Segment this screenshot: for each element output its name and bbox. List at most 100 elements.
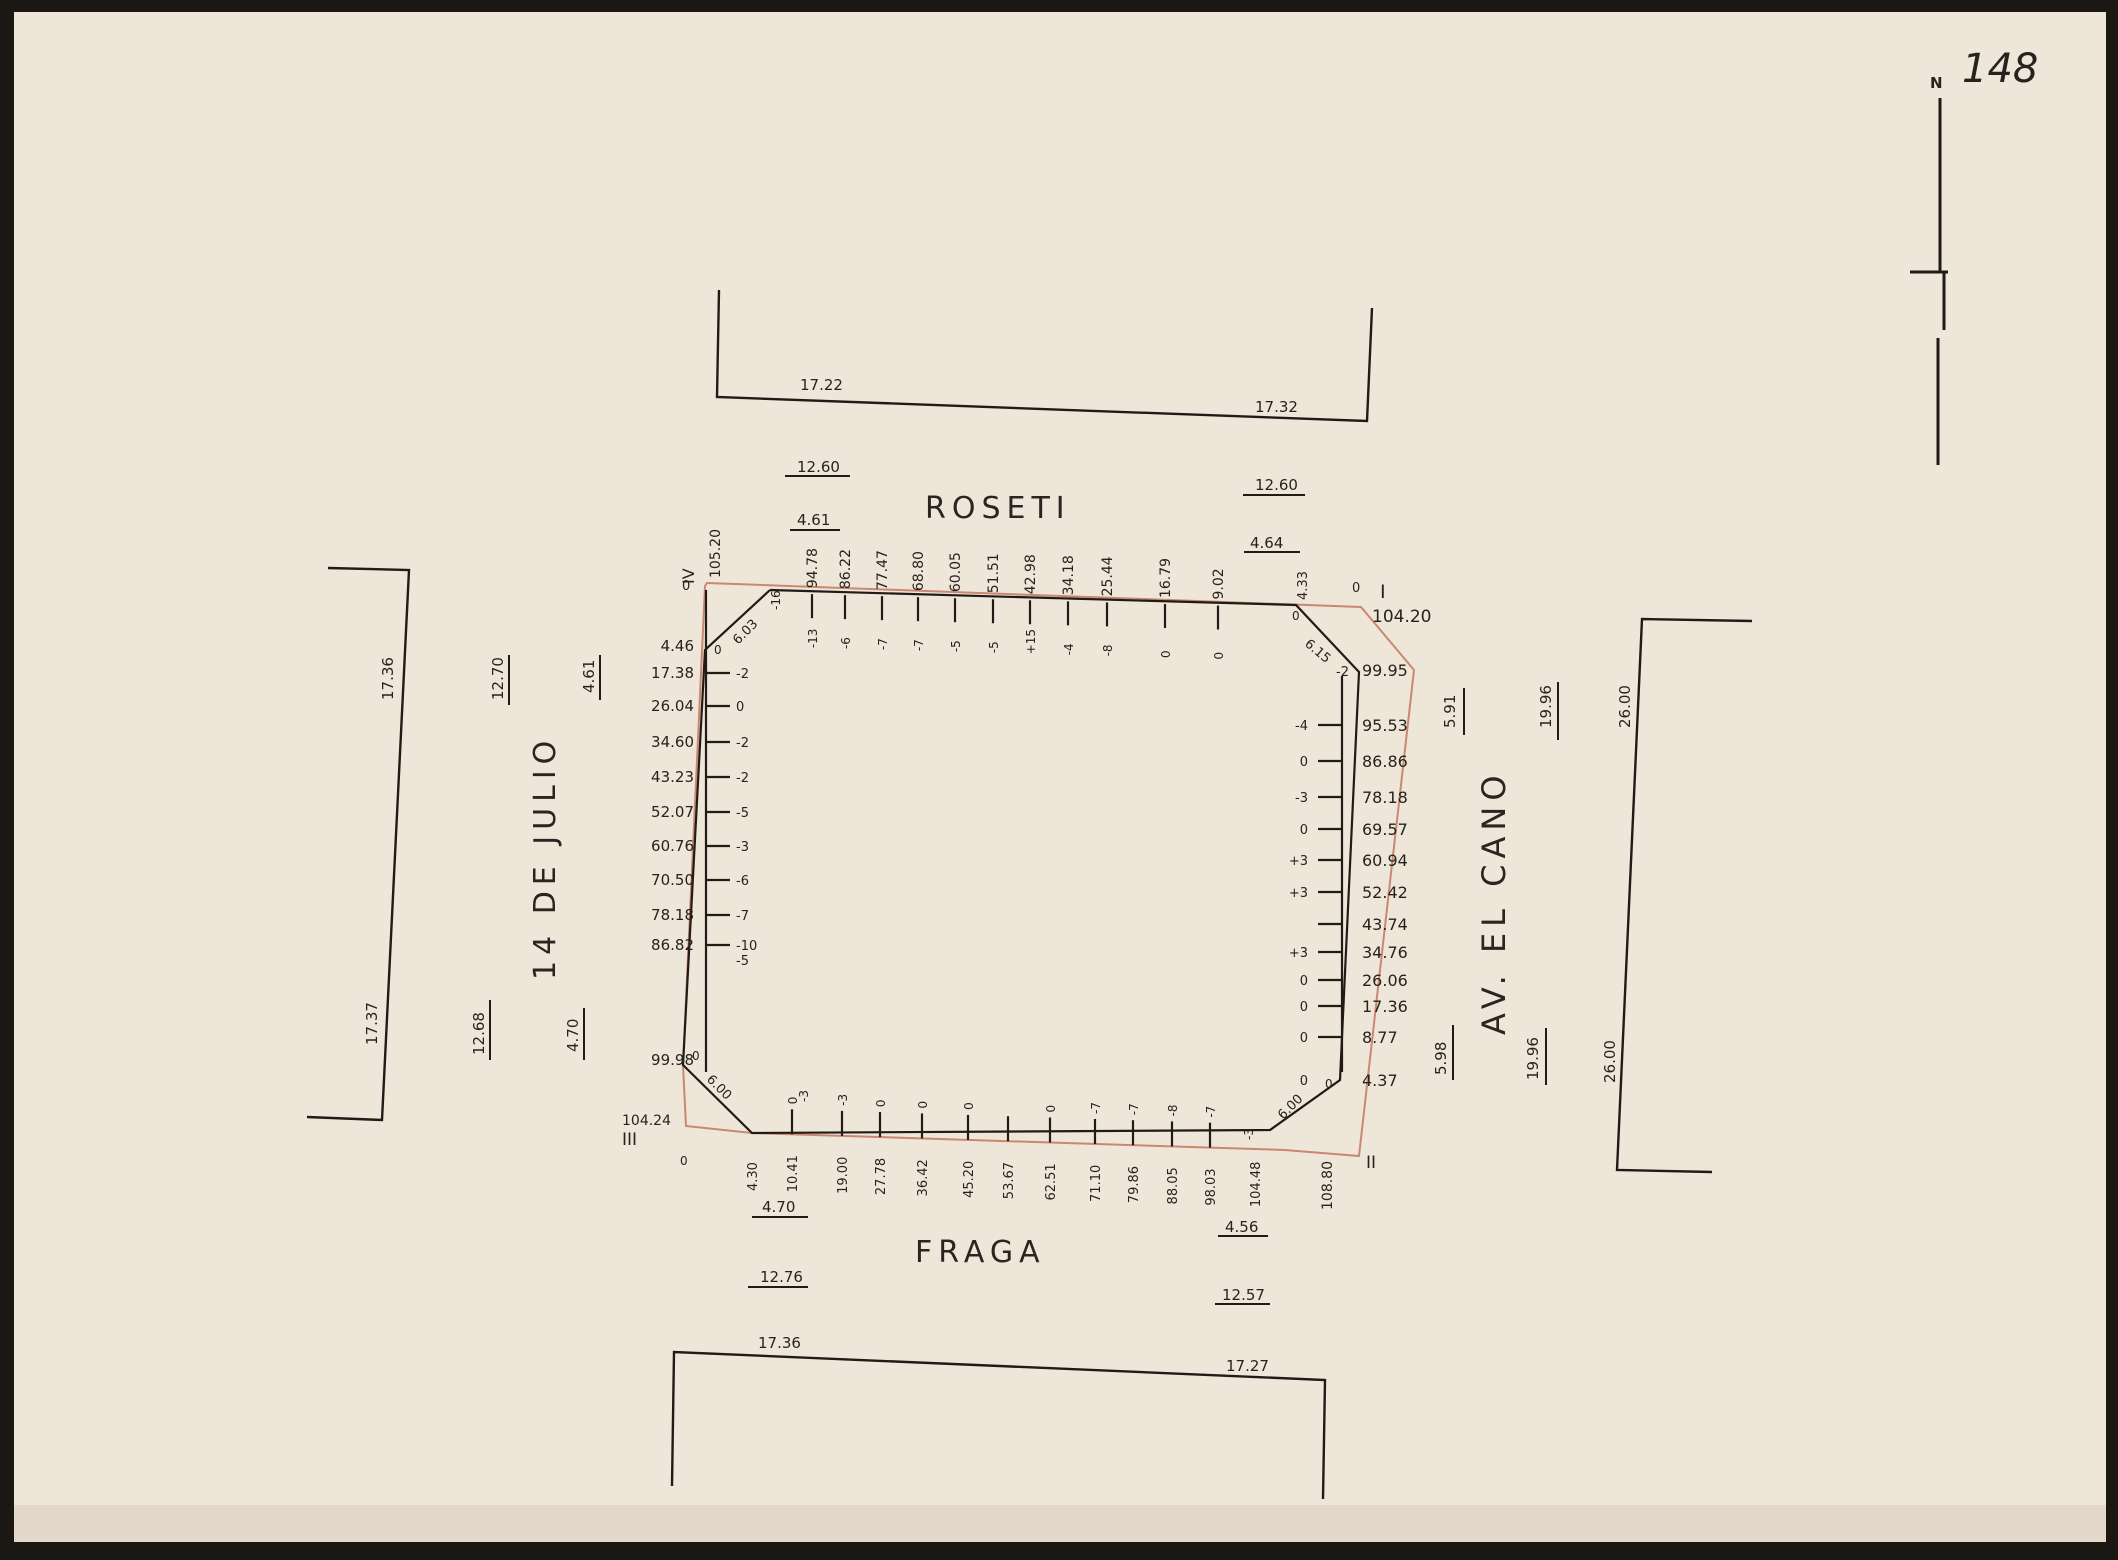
- south-offset-label: 0: [1044, 1105, 1058, 1113]
- north-distance-label: 25.44: [1100, 556, 1116, 596]
- south-distance-label: 27.78: [874, 1158, 889, 1195]
- parcel-boundary: [681, 581, 1416, 1158]
- street-fraga: FRAGA: [915, 1235, 1046, 1270]
- north-distance-label: 60.05: [948, 552, 964, 592]
- west-distance-label: 86.82: [651, 936, 694, 954]
- north-distance-label: 51.51: [986, 553, 1002, 593]
- street-av-el-cano: AV. EL CANO: [1475, 769, 1513, 1035]
- paper-bottom-shade: [14, 1505, 2106, 1542]
- west-offset-label: -10: [736, 939, 757, 954]
- corner-se-inner: 0: [1325, 1077, 1333, 1091]
- east-distance-label: 99.95: [1362, 661, 1408, 680]
- south-offset-label: -3: [836, 1094, 850, 1106]
- east-distance-label: 26.06: [1362, 971, 1408, 990]
- east-distance-label: 95.53: [1362, 716, 1408, 735]
- north-offset-label: -4: [1062, 643, 1076, 655]
- street-roseti: ROSETI: [925, 491, 1071, 526]
- east-offset-label: 0: [1300, 974, 1308, 989]
- width-north-right-outer: 12.60: [1255, 476, 1298, 494]
- block-east-bottom-measure: 26.00: [1601, 1040, 1619, 1083]
- north-distance-label: 86.22: [838, 549, 854, 589]
- west-distance-label: 70.50: [651, 871, 694, 889]
- east-offset-label: -3: [1295, 791, 1308, 806]
- south-distance-label: 10.41: [786, 1155, 801, 1192]
- block-north-right-measure: 17.32: [1255, 398, 1298, 416]
- south-distance-label: 53.67: [1002, 1162, 1017, 1199]
- south-distance-label: 19.00: [836, 1157, 851, 1194]
- east-offset-label: 0: [1300, 1000, 1308, 1015]
- corner-ne-offset: -2: [1336, 665, 1349, 680]
- block-west-bottom-measure: 17.37: [363, 1002, 381, 1045]
- north-offset-label: +15: [1024, 629, 1038, 654]
- vertex-i: I: [1380, 581, 1386, 603]
- corner-ne-small: 4.33: [1296, 571, 1311, 600]
- east-distance-label: 60.94: [1362, 851, 1408, 870]
- width-east-top-outer: 19.96: [1537, 685, 1555, 728]
- west-distance-label: 78.18: [651, 906, 694, 924]
- north-arrow-icon: [1910, 98, 1948, 465]
- width-north-right-inner: 4.64: [1250, 534, 1283, 552]
- south-offset-label: -8: [1166, 1104, 1180, 1116]
- west-offset-label: -2: [736, 667, 749, 682]
- north-offset-label: -6: [839, 637, 853, 649]
- corner-sw-inner: 0: [692, 1049, 700, 1063]
- vertex-iii: III: [622, 1130, 637, 1150]
- corner-nw-offset: -16: [769, 590, 783, 610]
- west-distance-label: 99.98: [651, 1051, 694, 1069]
- width-south-left-outer: 12.76: [760, 1268, 803, 1286]
- north-distance-label: 16.79: [1158, 558, 1174, 598]
- east-distance-label: 17.36: [1362, 997, 1408, 1016]
- east-distance-label: 43.74: [1362, 915, 1408, 934]
- east-offset-label: 0: [1300, 1074, 1308, 1089]
- east-distance-label: 78.18: [1362, 788, 1408, 807]
- block-east-top-measure: 26.00: [1616, 685, 1634, 728]
- north-distance-label: 34.18: [1061, 555, 1077, 595]
- west-offset-label: -5: [736, 806, 749, 821]
- block-west-outline: [306, 566, 411, 1122]
- vertex-iv: IV: [679, 568, 698, 584]
- corner-nw-zero: 0: [682, 579, 690, 594]
- north-offset-label: -5: [949, 640, 963, 652]
- east-distance-label: 86.86: [1362, 752, 1408, 771]
- east-distance-label: 69.57: [1362, 820, 1408, 839]
- north-label: N: [1930, 74, 1943, 92]
- corner-ne-zero: 0: [1352, 581, 1360, 596]
- north-offset-label: -8: [1101, 644, 1115, 656]
- corner-annotations: 0 105.20 6.03 -16 0 0 104.20 6.15 -2 4.3…: [622, 529, 1431, 1210]
- side-labels: 94.78-1386.22-677.47-768.80-760.05-551.5…: [651, 548, 1408, 1207]
- south-distance-label: 88.05: [1166, 1167, 1181, 1204]
- paper-sheet: [14, 12, 2106, 1542]
- width-east-bottom-inner: 5.98: [1432, 1042, 1450, 1075]
- width-south-right-inner: 4.56: [1225, 1218, 1258, 1236]
- width-west-bottom-inner: 4.70: [564, 1019, 582, 1052]
- north-offset-label: 0: [1212, 652, 1226, 660]
- north-offset-label: -7: [912, 639, 926, 651]
- width-north-left-outer: 12.60: [797, 458, 840, 476]
- width-south-right-outer: 12.57: [1222, 1286, 1265, 1304]
- west-distance-label: 4.46: [661, 637, 694, 655]
- south-offset-label: -7: [1127, 1103, 1141, 1115]
- east-offset-label: +3: [1289, 946, 1308, 961]
- south-offset-label: 0: [874, 1099, 888, 1107]
- corner-ne-inner: 0: [1292, 609, 1300, 623]
- street-14-de-julio: 14 DE JULIO: [528, 735, 563, 980]
- east-distance-label: 52.42: [1362, 883, 1408, 902]
- west-offset-label: -2: [736, 771, 749, 786]
- corner-nw-distance: 105.20: [708, 529, 724, 578]
- offset-ticks: [706, 594, 1342, 1148]
- north-offset-label: -5: [987, 641, 1001, 653]
- corner-sw-zero: 0: [680, 1154, 688, 1168]
- west-offset-label: -3: [736, 840, 749, 855]
- block-south-right-measure: 17.27: [1226, 1357, 1269, 1375]
- north-distance-label: 42.98: [1023, 554, 1039, 594]
- east-distance-label: 4.37: [1362, 1071, 1398, 1090]
- south-distance-label: 36.42: [916, 1159, 931, 1196]
- west-offset-label: -2: [736, 736, 749, 751]
- south-distance-label: 45.20: [962, 1161, 977, 1198]
- south-offset-label: 0: [786, 1097, 800, 1105]
- east-offset-label: 0: [1300, 755, 1308, 770]
- south-offset-label: 0: [962, 1102, 976, 1110]
- west-offset-label: -7: [736, 909, 749, 924]
- north-distance-label: 68.80: [911, 551, 927, 591]
